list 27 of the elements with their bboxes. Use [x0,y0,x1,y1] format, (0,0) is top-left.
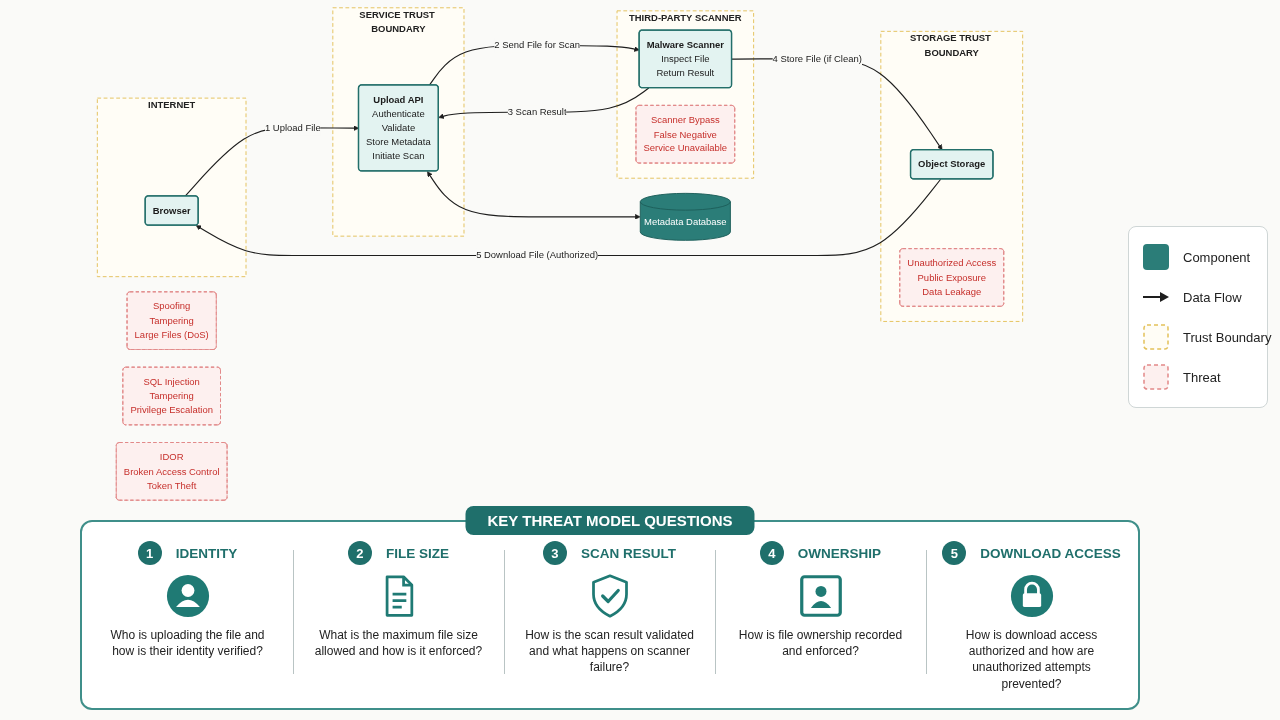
legend-label: Trust Boundary [1183,329,1272,345]
question-heading: IDENTITY [175,545,238,561]
step-number: 2 [348,541,372,565]
legend-label: Component [1183,249,1251,265]
question-text: How is file ownership recorded and enforced? [737,627,904,660]
legend-label: Data Flow [1183,289,1242,305]
arrow [427,171,641,220]
legend-label: Threat [1183,369,1221,385]
edge-label: 5 Download File (Authorized) [476,249,599,261]
question-text: Who is uploading the file and how is their identity verified? [109,627,266,660]
panel-title: KEY THREAT MODEL QUESTIONS [465,506,755,535]
edge-label: 3 Scan Result [507,106,567,118]
step-number: 5 [942,541,967,565]
edge-label: 4 Store File (if Clean) [772,53,862,64]
step-number: 3 [543,541,567,565]
step-number: 4 [759,541,784,565]
question-heading: DOWNLOAD ACCESS [980,545,1121,561]
question-text: What is the maximum file size allowed and how is it enforced? [313,627,484,660]
question-heading: SCAN RESULT [581,545,676,561]
step-number: 1 [137,541,162,565]
question-text: How is the scan result validated and what happens on scanner failure? [524,627,695,676]
edge-label: 2 Send File for Scan [494,39,580,51]
question-heading: FILE SIZE [386,545,449,561]
arrow [195,178,942,257]
question-text: How is download access authorized and how are unauthorized attempts prevented? [964,627,1099,692]
question-heading: OWNERSHIP [797,545,882,561]
edge-label: 1 Upload File [264,122,321,133]
